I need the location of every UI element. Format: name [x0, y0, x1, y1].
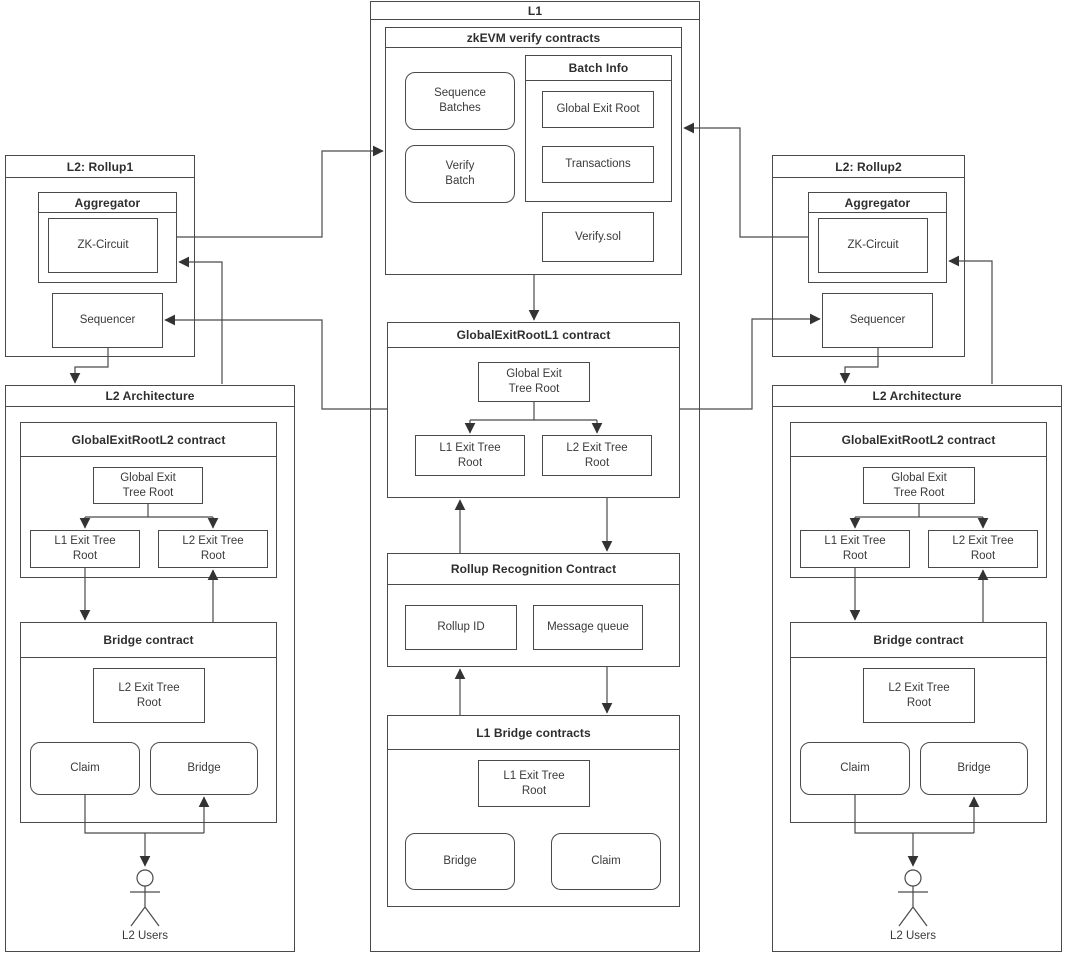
message-queue-box: Message queue: [533, 605, 643, 650]
global-exit-root-box: Global Exit Root: [542, 91, 654, 128]
sequence-batches-box: Sequence Batches: [405, 72, 515, 130]
gerl2-left-title: GlobalExitRootL2 contract: [21, 423, 276, 457]
right-l2-exit-tree-root-box: L2 Exit Tree Root: [928, 530, 1038, 568]
rollup1-title: L2: Rollup1: [6, 156, 194, 178]
left-bridge-l2-exit-tree-root-label: L2 Exit Tree Root: [118, 681, 180, 709]
left-claim-box: Claim: [30, 742, 140, 795]
transactions-box: Transactions: [542, 146, 654, 183]
verify-sol-label: Verify.sol: [575, 230, 621, 243]
l1c-l1-exit-tree-root-label: L1 Exit Tree Root: [439, 441, 501, 469]
sequencer1-label: Sequencer: [79, 314, 136, 327]
left-l1-exit-tree-root-box: L1 Exit Tree Root: [30, 530, 140, 568]
rollup2-title: L2: Rollup2: [773, 156, 964, 178]
l1b-bridge-label: Bridge: [443, 855, 477, 868]
left-l1-exit-tree-root-label: L1 Exit Tree Root: [54, 535, 116, 562]
connector-aggregator1-to-zkevm: [177, 145, 384, 238]
zk-circuit1-label: ZK-Circuit: [77, 239, 129, 252]
right-global-exit-tree-root-box: Global Exit Tree Root: [863, 467, 975, 504]
l2-architecture-right-title: L2 Architecture: [773, 386, 1061, 407]
left-claim-label: Claim: [70, 762, 100, 775]
l1-bridge-contracts-title: L1 Bridge contracts: [388, 716, 679, 750]
bridge-contract-right-title: Bridge contract: [791, 623, 1046, 658]
right-l2-exit-tree-root-label: L2 Exit Tree Root: [952, 535, 1014, 562]
l1c-l2-exit-tree-root-label: L2 Exit Tree Root: [566, 441, 628, 469]
l1c-l1-exit-tree-root-box: L1 Exit Tree Root: [415, 435, 525, 476]
left-global-exit-tree-root-label: Global Exit Tree Root: [120, 471, 176, 499]
left-bridge-l2-exit-tree-root-box: L2 Exit Tree Root: [93, 668, 205, 723]
right-claim-box: Claim: [800, 742, 910, 795]
batch-info-title: Batch Info: [526, 56, 671, 81]
left-l2-users-label: L2 Users: [121, 930, 169, 942]
aggregator2-title: Aggregator: [809, 193, 946, 213]
right-bridge-l2-exit-tree-root-label: L2 Exit Tree Root: [888, 681, 950, 709]
zk-circuit2-box: ZK-Circuit: [818, 218, 928, 273]
sequencer1-box: Sequencer: [52, 293, 163, 348]
l1b-claim-box: Claim: [551, 833, 661, 890]
message-queue-label: Message queue: [547, 621, 629, 634]
l1b-l1-exit-tree-root-box: L1 Exit Tree Root: [478, 760, 590, 807]
left-l2-exit-tree-root-box: L2 Exit Tree Root: [158, 530, 268, 568]
l1c-global-exit-tree-root-label: Global Exit Tree Root: [506, 368, 562, 395]
right-global-exit-tree-root-label: Global Exit Tree Root: [891, 471, 947, 499]
left-bridge-label: Bridge: [187, 762, 221, 775]
right-bridge-l2-exit-tree-root-box: L2 Exit Tree Root: [863, 668, 975, 723]
verify-sol-box: Verify.sol: [542, 212, 654, 262]
l1b-claim-label: Claim: [591, 855, 621, 868]
verify-batch-box: Verify Batch: [405, 145, 515, 203]
l1-title: L1: [371, 2, 699, 20]
left-global-exit-tree-root-box: Global Exit Tree Root: [93, 467, 203, 504]
verify-batch-label: Verify Batch: [445, 160, 475, 187]
right-l1-exit-tree-root-label: L1 Exit Tree Root: [824, 535, 886, 562]
global-exit-root-label: Global Exit Root: [556, 103, 640, 116]
l1b-bridge-box: Bridge: [405, 833, 515, 890]
l2-architecture-left-title: L2 Architecture: [6, 386, 294, 407]
rollup-recognition-contract-title: Rollup Recognition Contract: [388, 554, 679, 585]
sequencer2-box: Sequencer: [822, 293, 933, 348]
right-claim-label: Claim: [840, 762, 870, 775]
left-l2-exit-tree-root-label: L2 Exit Tree Root: [182, 535, 244, 562]
rollup-id-label: Rollup ID: [437, 621, 485, 634]
right-l2-users-label: L2 Users: [889, 930, 937, 942]
sequence-batches-label: Sequence Batches: [434, 87, 486, 114]
l1c-global-exit-tree-root-box: Global Exit Tree Root: [478, 362, 590, 402]
left-bridge-box: Bridge: [150, 742, 258, 795]
transactions-label: Transactions: [565, 158, 631, 171]
gerl2-right-title: GlobalExitRootL2 contract: [791, 423, 1046, 457]
zkevm-verify-contracts-title: zkEVM verify contracts: [386, 28, 681, 48]
l1c-l2-exit-tree-root-box: L2 Exit Tree Root: [542, 435, 652, 476]
right-bridge-box: Bridge: [920, 742, 1028, 795]
l1b-l1-exit-tree-root-label: L1 Exit Tree Root: [503, 769, 565, 797]
right-bridge-label: Bridge: [957, 762, 991, 775]
aggregator1-title: Aggregator: [39, 193, 176, 213]
right-l1-exit-tree-root-box: L1 Exit Tree Root: [800, 530, 910, 568]
bridge-contract-left-title: Bridge contract: [21, 623, 276, 658]
sequencer2-label: Sequencer: [849, 314, 906, 327]
zk-circuit2-label: ZK-Circuit: [847, 239, 899, 252]
rollup-id-box: Rollup ID: [405, 605, 517, 650]
global-exit-root-l1-contract-title: GlobalExitRootL1 contract: [388, 323, 679, 348]
zk-circuit1-box: ZK-Circuit: [48, 218, 158, 273]
